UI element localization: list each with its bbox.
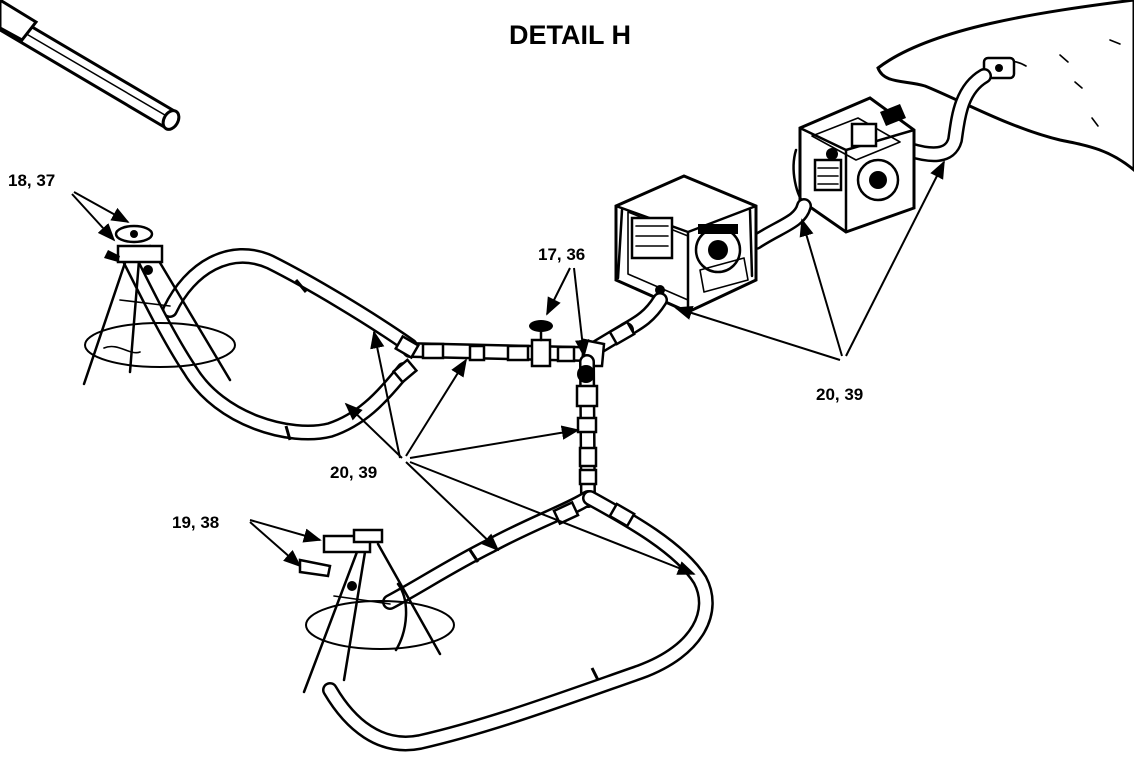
callout-18-37: 18, 37	[8, 171, 55, 190]
leaders-pumps	[674, 160, 945, 361]
manifold	[402, 338, 606, 368]
manifold-riser	[575, 354, 599, 508]
sprinkler-tripod-icon	[82, 224, 236, 386]
leaders-hoses	[344, 330, 696, 575]
leaders-valve	[546, 267, 590, 358]
pump-unit-icon	[614, 174, 758, 314]
bladder-tank-icon	[876, 0, 1134, 172]
sprinkler-tripod-icon	[298, 528, 455, 694]
hose-to-bottom-sprinkler	[322, 490, 714, 752]
figure-title: DETAIL H	[509, 20, 631, 50]
pump-outlet-hose	[588, 292, 668, 356]
callout-20-39-hoses: 20, 39	[330, 463, 377, 482]
pump-unit-icon	[792, 96, 916, 234]
leaders-sprinkler-top	[71, 191, 130, 242]
valve-icon	[529, 320, 553, 368]
suction-hose-icon	[0, 0, 181, 131]
leaders-sprinkler-bottom	[249, 519, 322, 568]
callout-20-39-pumps: 20, 39	[816, 385, 863, 404]
callout-17-36: 17, 36	[538, 245, 585, 264]
pump-link-hose	[748, 198, 812, 250]
callout-19-38: 19, 38	[172, 513, 219, 532]
tank-supply-hose	[902, 68, 992, 163]
